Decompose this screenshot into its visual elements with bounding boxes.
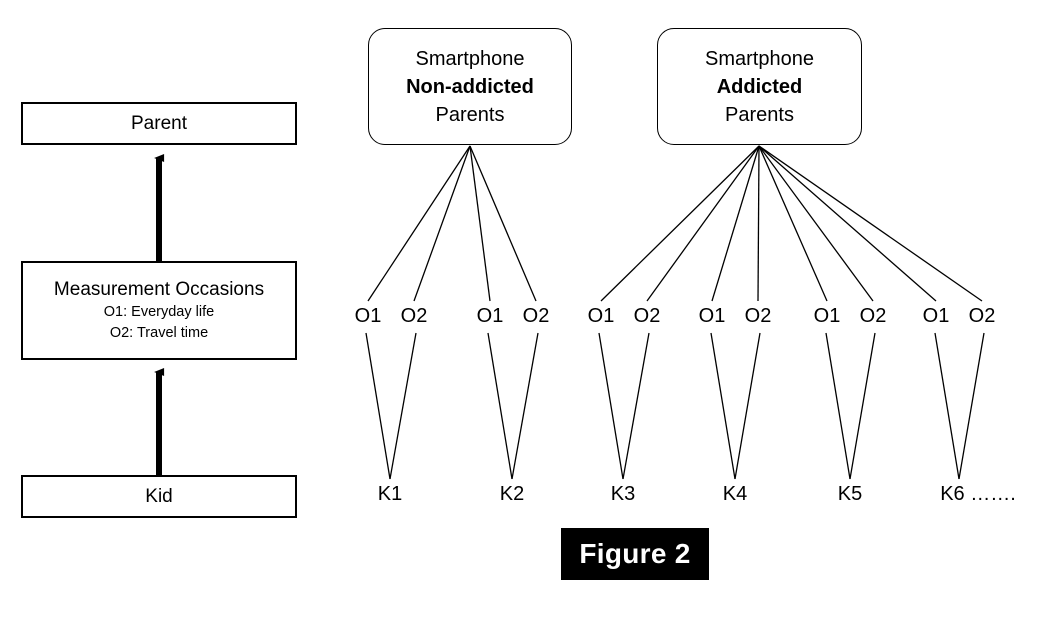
occasion-node-6: O1 (698, 305, 726, 327)
occasion-node-2: O1 (476, 305, 504, 327)
legend-box-measurement-occasions: Measurement Occasions O1: Everyday life … (21, 261, 297, 360)
legend-measurement-o1: O1: Everyday life (103, 303, 215, 320)
occasion-node-9: O2 (859, 305, 887, 327)
fan-nonaddicted-to-occasions (367, 145, 537, 302)
group-nonaddicted-line3: Parents (435, 103, 505, 126)
group-nonaddicted-line2: Non-addicted (406, 75, 534, 98)
kid-node-0: K1 (377, 483, 403, 505)
occasion-node-0: O1 (354, 305, 382, 327)
kid-node-3: K4 (722, 483, 748, 505)
legend-box-parent: Parent (21, 102, 297, 145)
legend-measurement-title: Measurement Occasions (53, 278, 265, 300)
occasion-kid-joins (365, 332, 985, 480)
legend-box-kid: Kid (21, 475, 297, 518)
kid-node-2: K3 (610, 483, 636, 505)
legend-parent-title: Parent (131, 112, 187, 134)
occasion-node-5: O2 (633, 305, 661, 327)
legend-measurement-o2: O2: Travel time (109, 324, 209, 341)
kid-node-1: K2 (499, 483, 525, 505)
figure-caption-text: Figure 2 (579, 538, 691, 569)
group-addicted-line3: Parents (725, 103, 794, 126)
occasion-node-7: O2 (744, 305, 772, 327)
group-addicted-line1: Smartphone (705, 47, 814, 70)
occasion-node-4: O1 (587, 305, 615, 327)
occasion-node-3: O2 (522, 305, 550, 327)
occasion-node-11: O2 (968, 305, 996, 327)
occasion-node-1: O2 (400, 305, 428, 327)
fan-addicted-to-occasions (600, 145, 983, 302)
group-box-non-addicted-parents: Smartphone Non-addicted Parents (368, 28, 572, 145)
occasion-node-10: O1 (922, 305, 950, 327)
group-box-addicted-parents: Smartphone Addicted Parents (657, 28, 862, 145)
group-addicted-line2: Addicted (716, 75, 803, 98)
occasion-node-8: O1 (813, 305, 841, 327)
kid-node-5: K6 ……. (940, 483, 1016, 505)
kid-node-4: K5 (837, 483, 863, 505)
legend-kid-title: Kid (145, 485, 173, 507)
figure-caption: Figure 2 (561, 528, 709, 580)
group-nonaddicted-line1: Smartphone (415, 47, 525, 70)
